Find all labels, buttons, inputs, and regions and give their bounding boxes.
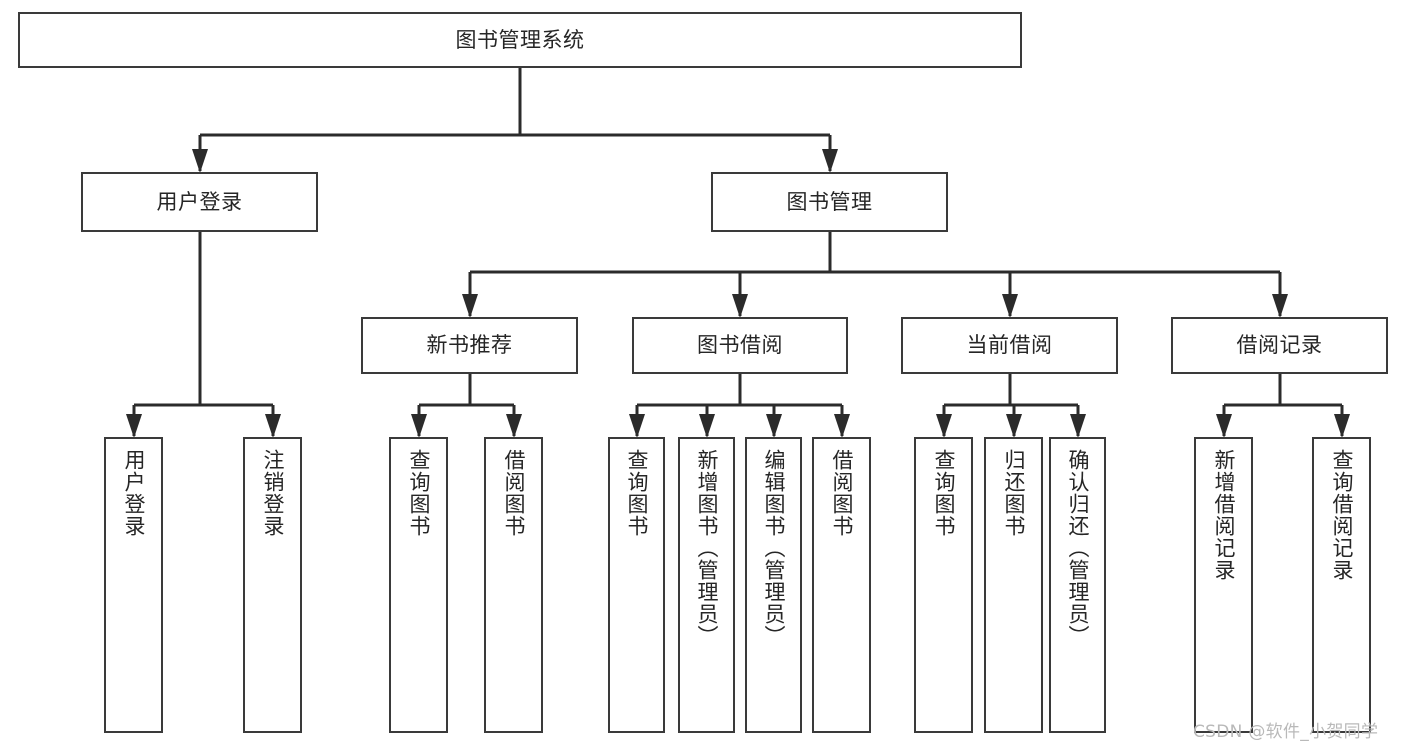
arrowhead-icon: [834, 414, 850, 438]
arrowhead-icon: [1070, 414, 1086, 438]
arrowhead-icon: [629, 414, 645, 438]
node-leaf-user-login[interactable]: 用户登录: [104, 437, 163, 733]
node-newbook[interactable]: 新书推荐: [361, 317, 578, 374]
node-label: 图书借阅: [697, 333, 783, 358]
arrowhead-icon: [1334, 414, 1350, 438]
node-leaf-edit-book[interactable]: 编辑图书（管理员）: [745, 437, 802, 733]
node-leaf-query-record[interactable]: 查询借阅记录: [1312, 437, 1371, 733]
node-label: 借阅记录: [1236, 333, 1323, 358]
node-label: 借阅图书: [502, 449, 526, 537]
node-leaf-return-book[interactable]: 归还图书: [984, 437, 1043, 733]
arrowhead-icon: [1006, 414, 1022, 438]
node-label: 借阅图书: [830, 449, 854, 537]
node-label: 查询借阅记录: [1330, 449, 1354, 581]
node-leaf-logout[interactable]: 注销登录: [243, 437, 302, 733]
arrowhead-icon: [822, 149, 838, 173]
node-label: 用户登录: [156, 189, 243, 214]
node-root[interactable]: 图书管理系统: [18, 12, 1022, 68]
node-label: 图书管理: [786, 189, 873, 214]
node-label: 注销登录: [261, 449, 285, 537]
arrowhead-icon: [1272, 294, 1288, 318]
node-label: 新增图书（管理员）: [695, 449, 719, 647]
node-label: 编辑图书（管理员）: [762, 449, 786, 647]
node-leaf-query-book-2[interactable]: 查询图书: [608, 437, 665, 733]
node-label: 查询图书: [932, 449, 956, 537]
arrowhead-icon: [766, 414, 782, 438]
csdn-watermark: CSDN @软件_小贺同学: [1193, 722, 1379, 742]
node-borrow[interactable]: 图书借阅: [632, 317, 848, 374]
node-label: 确认归还（管理员）: [1066, 449, 1090, 647]
arrowhead-icon: [1216, 414, 1232, 438]
arrowhead-icon: [126, 414, 142, 438]
arrowhead-icon: [462, 294, 478, 318]
arrowhead-icon: [411, 414, 427, 438]
node-leaf-confirm-return[interactable]: 确认归还（管理员）: [1049, 437, 1106, 733]
node-leaf-add-book[interactable]: 新增图书（管理员）: [678, 437, 735, 733]
node-login[interactable]: 用户登录: [81, 172, 318, 232]
node-bookmgmt[interactable]: 图书管理: [711, 172, 948, 232]
node-records[interactable]: 借阅记录: [1171, 317, 1388, 374]
node-label: 用户登录: [122, 449, 146, 537]
node-leaf-borrow-book-1[interactable]: 借阅图书: [484, 437, 543, 733]
node-label: 图书管理系统: [455, 27, 585, 52]
node-leaf-query-book-3[interactable]: 查询图书: [914, 437, 973, 733]
node-leaf-borrow-book-2[interactable]: 借阅图书: [812, 437, 871, 733]
node-label: 当前借阅: [966, 333, 1053, 358]
node-label: 查询图书: [625, 449, 649, 537]
node-label: 新书推荐: [426, 333, 513, 358]
node-leaf-add-record[interactable]: 新增借阅记录: [1194, 437, 1253, 733]
arrowhead-icon: [1002, 294, 1018, 318]
arrowhead-icon: [936, 414, 952, 438]
node-leaf-query-book-1[interactable]: 查询图书: [389, 437, 448, 733]
node-label: 归还图书: [1002, 449, 1026, 537]
arrowhead-icon: [732, 294, 748, 318]
node-label: 查询图书: [407, 449, 431, 537]
arrowhead-icon: [699, 414, 715, 438]
arrowhead-icon: [506, 414, 522, 438]
node-label: 新增借阅记录: [1212, 449, 1236, 581]
arrowhead-icon: [265, 414, 281, 438]
arrowhead-icon: [192, 149, 208, 173]
node-current[interactable]: 当前借阅: [901, 317, 1118, 374]
